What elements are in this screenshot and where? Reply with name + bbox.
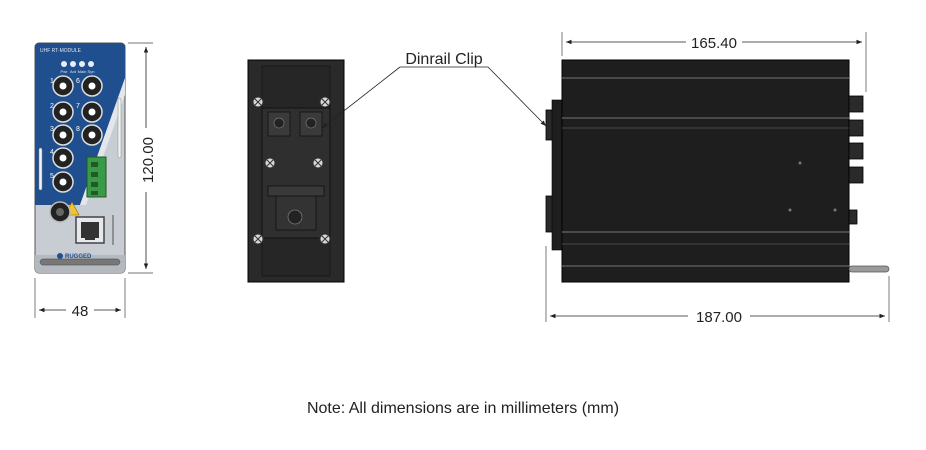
dimension-label-front-width: 48 — [72, 303, 89, 320]
led-indicator — [70, 61, 76, 67]
front-model-text: UHF RT-MODULE — [40, 48, 82, 54]
side-housing — [561, 59, 850, 283]
side-view — [545, 59, 890, 283]
bnc-connectors — [52, 75, 103, 193]
led-indicator — [61, 61, 67, 67]
front-brand: RUGGED — [65, 254, 92, 260]
dimension-front-height: 120.00 — [128, 42, 157, 274]
led-indicator — [88, 61, 94, 67]
dimension-label-front-height: 120.00 — [140, 137, 157, 183]
port-number: 3 — [50, 126, 54, 133]
side-connectors — [848, 95, 864, 225]
dimension-front-width: 48 — [34, 278, 126, 320]
led-label: Pwr — [61, 69, 69, 74]
dinrail-clip-callout: Dinrail Clip — [321, 51, 547, 129]
led-label: Syn — [88, 69, 95, 74]
dinrail-clip-label: Dinrail Clip — [405, 51, 482, 68]
dimension-side-total: 187.00 — [545, 246, 890, 326]
panel-slot — [38, 147, 43, 191]
dimension-side-body: 165.40 — [561, 32, 867, 92]
front-handle — [39, 258, 121, 266]
port-number: 2 — [50, 103, 54, 110]
rear-view — [247, 59, 345, 283]
port-number: 8 — [76, 126, 80, 133]
led-label: Ant — [70, 69, 77, 74]
housing-fins — [562, 77, 849, 267]
brand-logo-icon — [57, 253, 63, 259]
port-number: 1 — [50, 78, 54, 85]
port-number: 5 — [50, 173, 54, 180]
port-number: 4 — [50, 149, 54, 156]
units-note: Note: All dimensions are in millimeters … — [306, 400, 620, 417]
led-indicator — [79, 61, 85, 67]
port-number: 7 — [76, 103, 80, 110]
panel-slot — [117, 97, 122, 159]
port-number: 6 — [76, 78, 80, 85]
dimension-label-side-total: 187.00 — [696, 309, 742, 326]
led-label: Main — [78, 69, 87, 74]
screw-icon — [252, 96, 331, 245]
side-antenna-rod — [848, 265, 890, 273]
dimension-label-side-body: 165.40 — [691, 35, 737, 52]
front-view: UHF RT-MODULE Pwr Ant Main Syn 1 2 3 4 5… — [34, 42, 126, 274]
